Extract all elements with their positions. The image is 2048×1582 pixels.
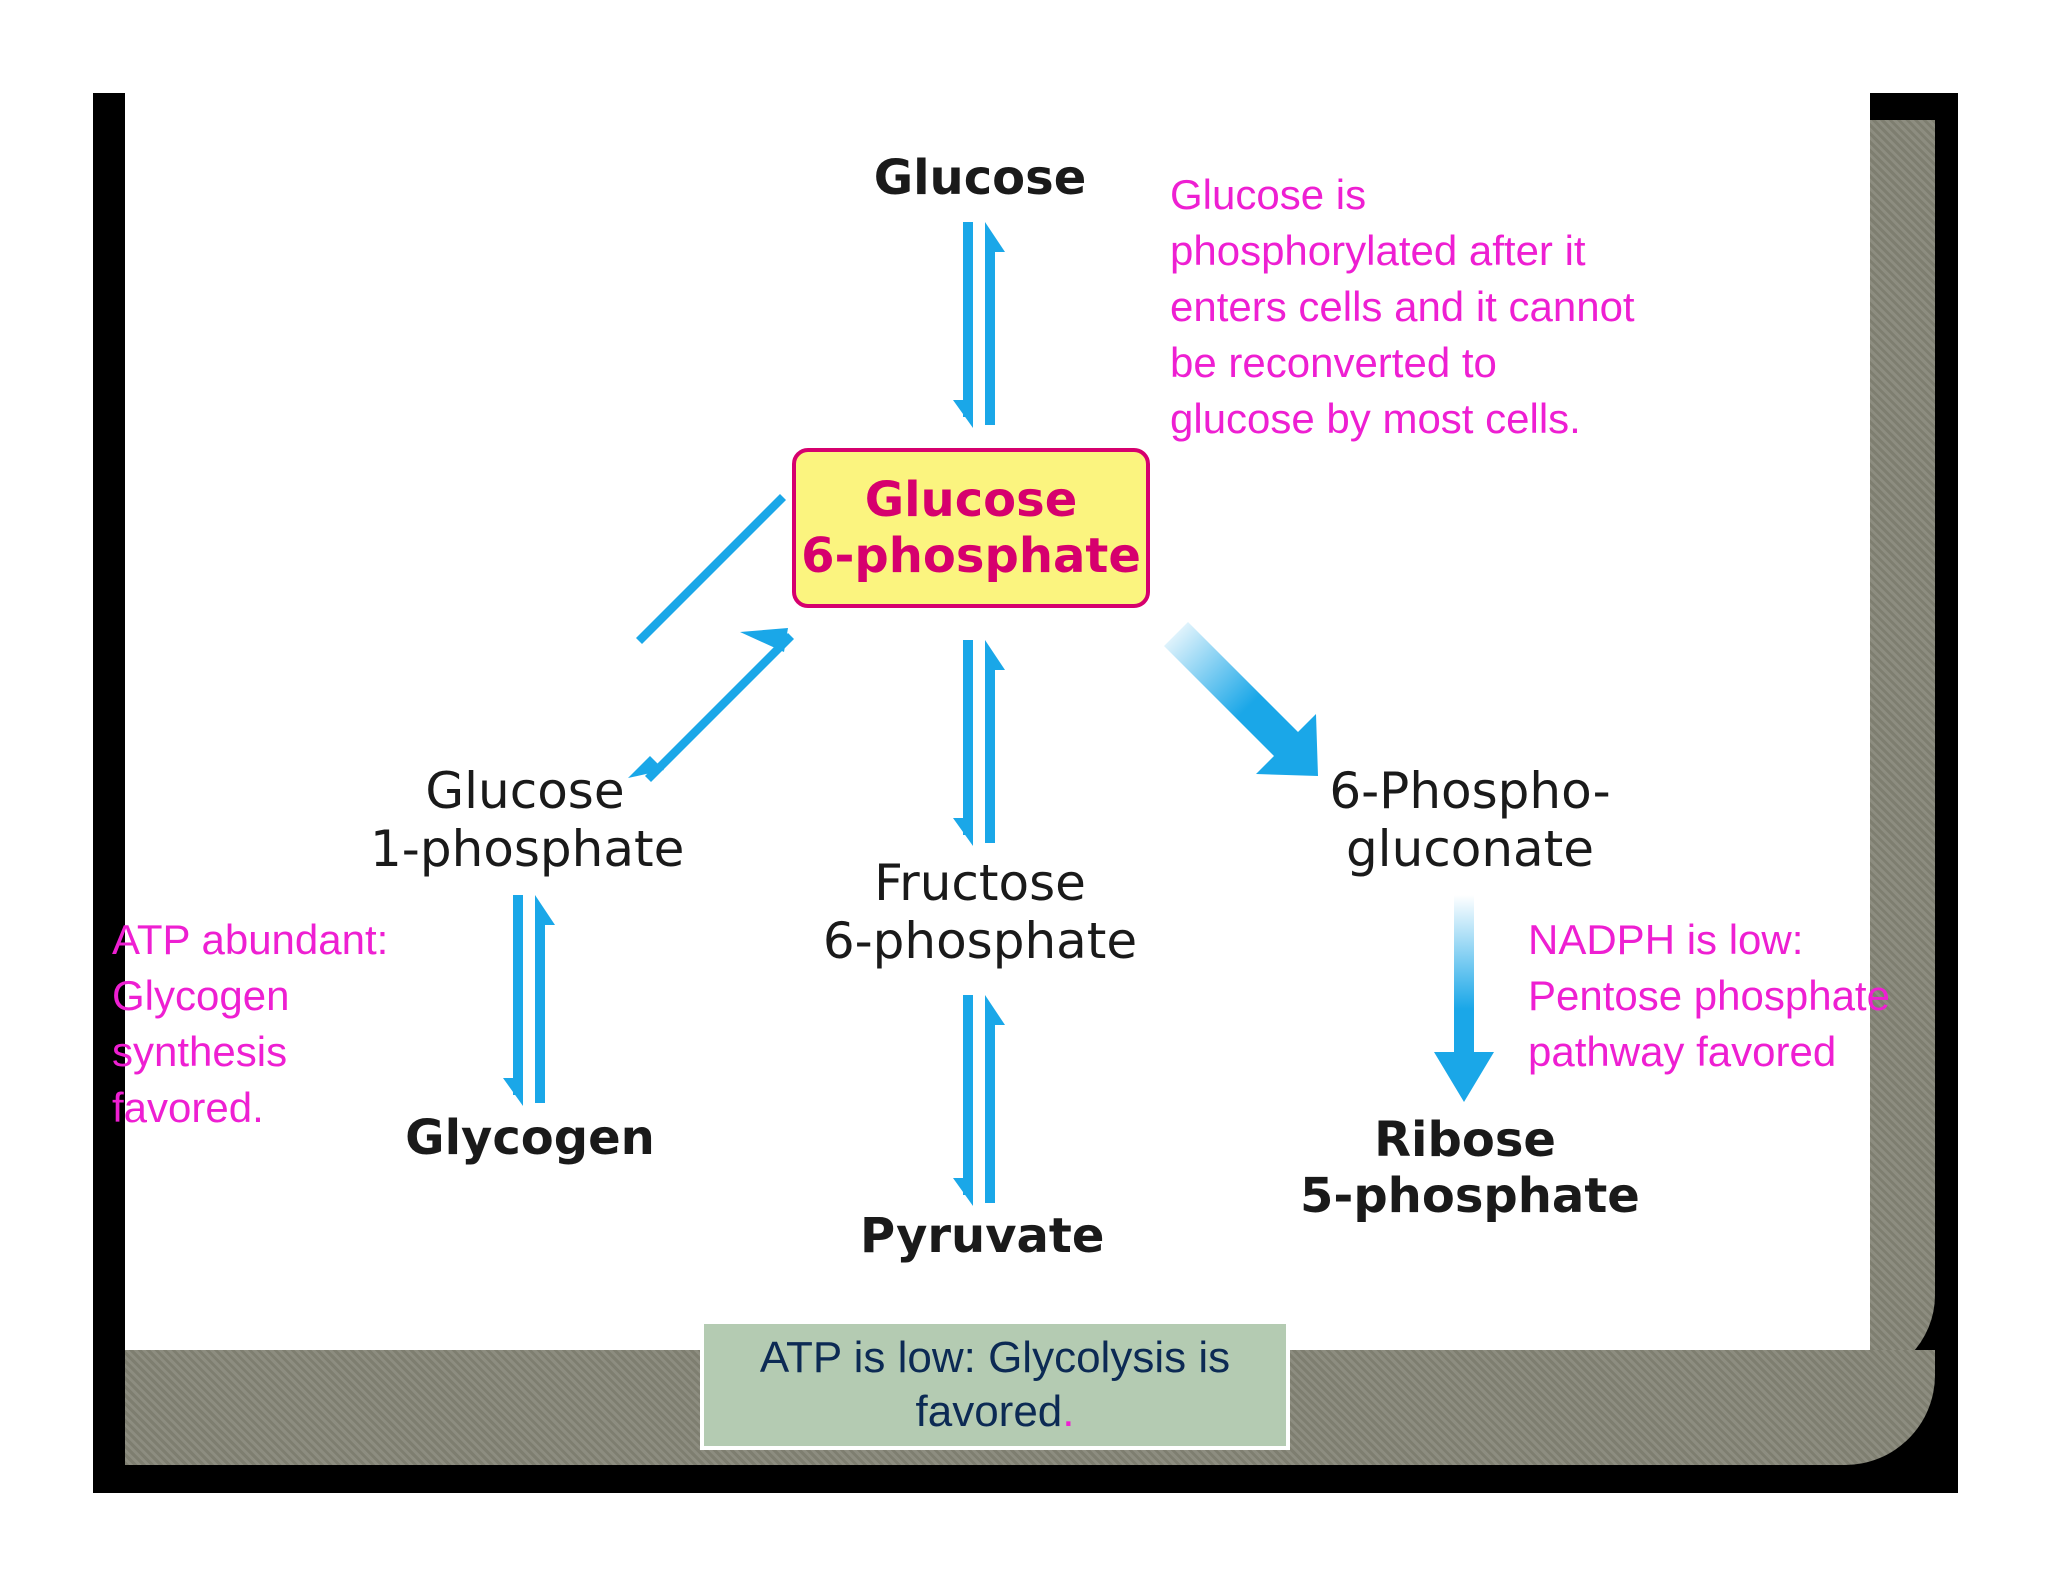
callout-atp-low: ATP is low: Glycolysis is favored. <box>700 1320 1290 1450</box>
node-r5p-line2: 5-phosphate <box>1300 1168 1640 1224</box>
arrow-g6p-phosphogluconate <box>1164 622 1318 776</box>
node-g6p-line1: Glucose <box>864 472 1078 528</box>
callout-line2-wrap: favored. <box>916 1385 1075 1439</box>
note-nadph-low: NADPH is low: Pentose phosphate pathway … <box>1528 916 1890 1075</box>
arrow-g6p-g1p <box>628 494 794 782</box>
node-g6p-line2: 6-phosphate <box>801 528 1141 584</box>
arrow-phosphogluconate-ribose <box>1434 895 1494 1102</box>
slide-panel <box>125 93 1870 1350</box>
arrow-g6p-f6p <box>953 640 1005 846</box>
node-f6p-line2: 6-phosphate <box>822 912 1138 970</box>
node-glucose-1-phosphate: Glucose 1-phosphate <box>370 762 685 878</box>
node-g1p-line1: Glucose <box>425 762 625 820</box>
node-pyruvate: Pyruvate <box>860 1208 1105 1264</box>
node-glucose-6-phosphate: Glucose 6-phosphate <box>792 448 1150 608</box>
arrow-g1p-glycogen <box>503 895 555 1106</box>
node-g1p-line2: 1-phosphate <box>370 820 685 878</box>
callout-line1: ATP is low: Glycolysis is <box>759 1333 1231 1382</box>
node-ribose-5-phosphate: Ribose 5-phosphate <box>1300 1112 1640 1224</box>
arrow-f6p-pyruvate <box>953 995 1005 1206</box>
node-glucose: Glucose <box>873 150 1087 206</box>
node-pg-line1: 6-Phospho- <box>1329 762 1611 820</box>
node-fructose-6-phosphate: Fructose 6-phosphate <box>820 854 1140 970</box>
node-6-phosphogluconate: 6-Phospho- gluconate <box>1320 762 1620 878</box>
note-glucose-phosphorylation: Glucose is phosphorylated after it enter… <box>1170 171 1635 442</box>
node-glycogen: Glycogen <box>405 1110 655 1166</box>
callout-trailing-dot: . <box>1062 1387 1075 1436</box>
arrow-glucose-g6p <box>953 222 1005 428</box>
node-pg-line2: gluconate <box>1345 820 1595 878</box>
callout-line2: favored <box>915 1387 1063 1436</box>
node-f6p-line1: Fructose <box>874 854 1086 912</box>
node-r5p-line1: Ribose <box>1374 1112 1556 1168</box>
note-atp-abundant: ATP abundant: Glycogen synthesis favored… <box>112 916 389 1131</box>
